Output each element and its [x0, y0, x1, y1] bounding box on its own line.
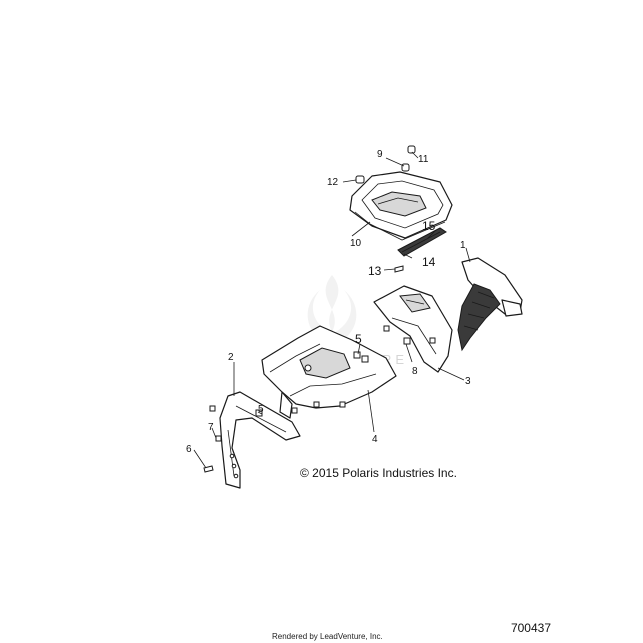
part-2-bracket[interactable] [219, 391, 301, 489]
callout-13[interactable]: 13 [368, 264, 382, 278]
rendered-by-credit: Rendered by LeadVenture, Inc. [272, 632, 383, 641]
callout-8[interactable]: 8 [412, 366, 418, 377]
callout-11[interactable]: 11 [418, 154, 429, 165]
part-8-fastener[interactable] [403, 337, 411, 345]
part-12-nut[interactable] [355, 175, 365, 184]
copyright-notice: © 2015 Polaris Industries Inc. [300, 466, 457, 480]
callout-14[interactable]: 14 [422, 255, 436, 269]
callout-4[interactable]: 4 [372, 434, 378, 445]
part-9-clip[interactable] [401, 163, 410, 172]
callout-labels: 1 2 3 4 5 5 6 7 8 9 10 11 12 13 14 15 [186, 149, 471, 455]
part-1-side-panel[interactable] [457, 257, 523, 352]
fastener-fender-3[interactable] [291, 407, 298, 414]
callout-7[interactable]: 7 [208, 422, 214, 433]
part-13-screw[interactable] [394, 265, 404, 273]
fasteners [203, 145, 436, 473]
callout-5-upper[interactable]: 5 [355, 332, 362, 346]
fastener-upper-2[interactable] [361, 355, 369, 363]
part-15-trim-strip[interactable] [397, 227, 447, 257]
fastener-left-1[interactable] [209, 405, 216, 412]
part-11-nut[interactable] [407, 145, 416, 154]
callout-10[interactable]: 10 [350, 238, 362, 249]
part-6-screw[interactable] [203, 465, 214, 473]
callout-9[interactable]: 9 [377, 149, 383, 160]
callout-1[interactable]: 1 [460, 240, 466, 251]
leader-lines [193, 151, 471, 469]
part-4-front-fender[interactable] [261, 325, 397, 419]
part-3-front-side-cover[interactable] [373, 285, 453, 373]
fastener-fender-1[interactable] [313, 401, 320, 408]
fastener-side-panel-2[interactable] [429, 337, 436, 344]
fastener-fender-2[interactable] [339, 401, 346, 408]
fastener-left-side-panel[interactable] [383, 325, 390, 332]
part-7-fastener[interactable] [215, 435, 222, 442]
leadventure-watermark-logo [307, 275, 357, 375]
callout-3[interactable]: 3 [465, 376, 471, 387]
callout-15[interactable]: 15 [422, 219, 436, 233]
callout-2[interactable]: 2 [228, 352, 234, 363]
diagram-number: 700437 [510, 621, 551, 635]
part-5-fastener-lower[interactable] [255, 409, 263, 417]
callout-12[interactable]: 12 [327, 177, 339, 188]
part-10-hood-pod[interactable] [349, 171, 453, 241]
callout-6[interactable]: 6 [186, 444, 192, 455]
part-5-fastener-upper[interactable] [353, 351, 361, 359]
callout-5-lower[interactable]: 5 [258, 404, 264, 415]
